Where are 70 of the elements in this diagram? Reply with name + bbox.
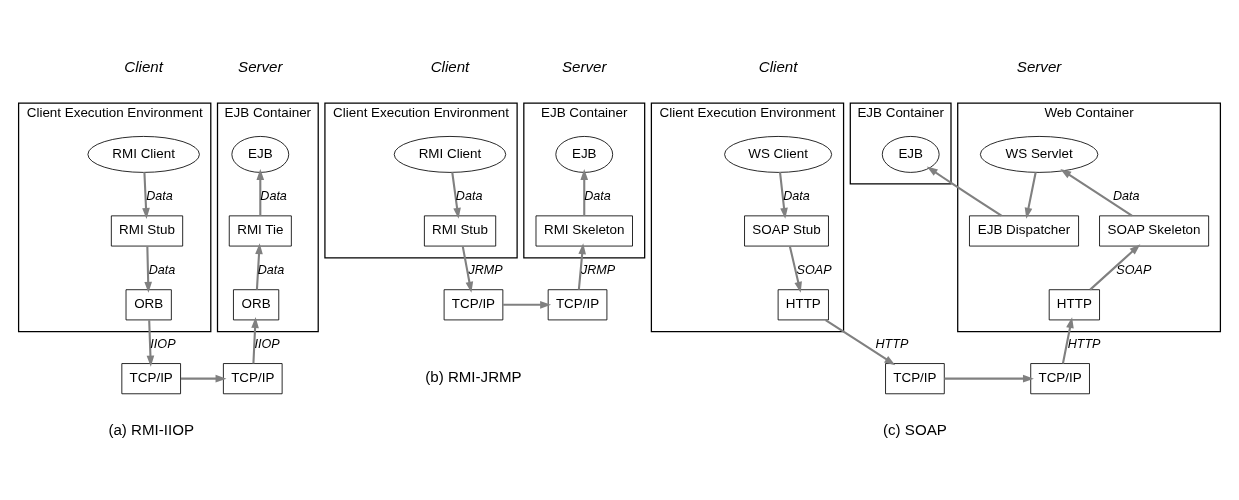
edge-label: SOAP <box>1116 262 1152 277</box>
edge-label: Data <box>1112 188 1140 203</box>
arrow <box>255 242 263 290</box>
arrow <box>580 168 589 216</box>
node-ellipse: WS Client <box>724 135 833 173</box>
edge-label: SOAP <box>796 262 832 277</box>
node-box: SOAP Skeleton <box>1099 214 1210 246</box>
arrow <box>577 242 586 290</box>
node-ellipse: WS Servlet <box>979 135 1099 173</box>
arrow <box>256 168 265 216</box>
edge-label: IIOP <box>254 336 280 351</box>
node-box: EJB Dispatcher <box>969 214 1079 246</box>
edge-label: Data <box>783 188 810 203</box>
label: Server <box>1016 57 1062 75</box>
node-box: TCP/IP <box>547 288 608 320</box>
node-box: ORB <box>233 288 280 320</box>
arrow <box>944 374 1034 382</box>
arrow <box>451 171 461 219</box>
arrow <box>146 319 155 367</box>
arrow <box>142 171 150 219</box>
node-box: TCP/IP <box>222 362 283 394</box>
node-ellipse: RMI Client <box>393 135 507 173</box>
node-box: ORB <box>125 288 172 320</box>
edge-label: Data <box>260 188 287 203</box>
edge-label: Data <box>146 188 173 203</box>
label: (a) RMI-IIOP <box>108 420 194 438</box>
edge-label: Data <box>257 262 285 277</box>
arrow <box>144 245 152 293</box>
arrow <box>251 316 259 364</box>
node-ellipse: EJB <box>555 135 614 173</box>
arrow <box>180 374 227 382</box>
node-box: SOAP Stub <box>744 214 829 246</box>
node-box: TCP/IP <box>121 362 181 394</box>
node-box: RMI Tie <box>228 214 292 246</box>
arrow <box>461 245 474 293</box>
arrow <box>1024 171 1037 219</box>
edge-label: JRMP <box>580 262 616 277</box>
edge-label: HTTP <box>875 336 909 351</box>
edge-label: Data <box>584 188 611 203</box>
label: Client <box>124 57 163 75</box>
label: (c) SOAP <box>883 420 947 438</box>
node-box: TCP/IP <box>885 362 945 394</box>
node-box: RMI Stub <box>110 214 184 246</box>
arrow <box>825 318 896 365</box>
edge-label: IIOP <box>150 336 176 351</box>
label: Server <box>562 57 607 75</box>
edge-label: HTTP <box>1067 336 1101 351</box>
node-ellipse: EJB <box>881 135 940 173</box>
arrow <box>926 165 1002 217</box>
node-box: TCP/IP <box>443 288 504 320</box>
node-box: HTTP <box>1048 288 1100 320</box>
label: Client <box>758 57 798 75</box>
arrow <box>1060 168 1133 217</box>
label: Client <box>430 57 470 75</box>
label: (b) RMI-JRMP <box>425 367 522 385</box>
node-box: HTTP <box>777 288 829 320</box>
node-ellipse: EJB <box>231 135 290 173</box>
label: Server <box>238 57 283 75</box>
node-box: TCP/IP <box>1030 362 1090 394</box>
arrow <box>778 171 788 219</box>
node-ellipse: RMI Client <box>87 135 200 173</box>
node-box: RMI Stub <box>423 214 497 246</box>
arrow <box>503 300 552 309</box>
arrow <box>1089 243 1141 290</box>
arrow <box>788 245 802 293</box>
edge-label: Data <box>455 188 483 203</box>
edge-label: Data <box>148 262 176 277</box>
arrow <box>1061 316 1074 364</box>
node-box: RMI Skeleton <box>535 214 633 246</box>
edge-label: JRMP <box>468 262 503 277</box>
